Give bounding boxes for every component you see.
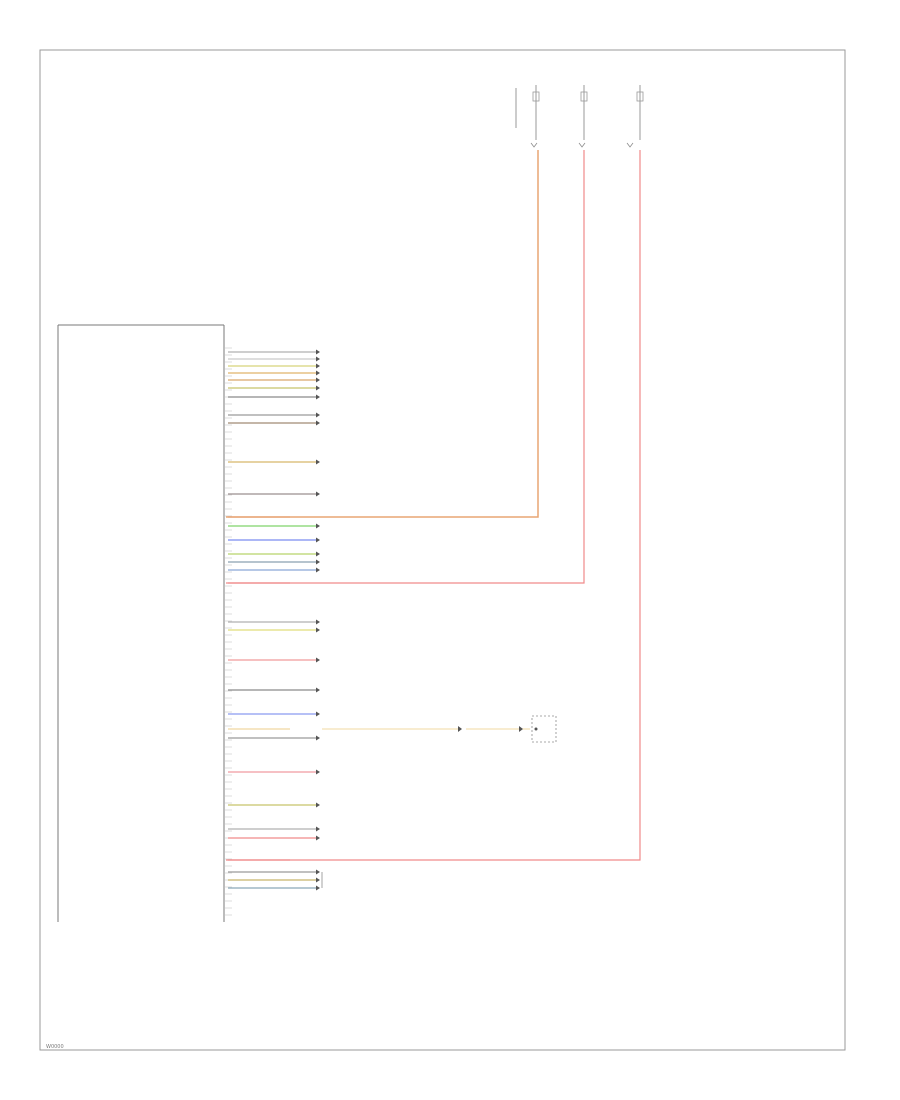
connector-arrow	[316, 377, 320, 383]
pin-row	[228, 802, 320, 808]
pin-row	[228, 627, 320, 633]
connector-arrow	[316, 769, 320, 775]
connector-arrow	[316, 735, 320, 741]
fuse-block	[515, 85, 644, 140]
pin-row	[228, 869, 320, 875]
connector-arrow	[316, 657, 320, 663]
module-outline	[57, 324, 225, 922]
fuse-connectors	[530, 142, 634, 148]
pin-row	[228, 363, 320, 369]
connector-arrow	[316, 885, 320, 891]
pin-row	[228, 551, 320, 557]
pin-row	[228, 835, 320, 841]
pin-row	[228, 459, 320, 465]
connector-c3	[626, 142, 634, 148]
connector-c1	[530, 142, 538, 148]
fuse-1	[532, 85, 540, 140]
connector-arrow	[316, 412, 320, 418]
external-wire-arrow-2	[519, 726, 523, 732]
power-feed-wire-1	[226, 150, 539, 518]
pin-row	[228, 769, 320, 775]
pin-row	[228, 619, 320, 625]
pin-row	[228, 877, 320, 883]
connector-arrow	[316, 826, 320, 832]
pin-row	[228, 711, 320, 717]
connector-arrow	[316, 869, 320, 875]
pin-row	[228, 826, 320, 832]
external-wire-arrow-1	[458, 726, 462, 732]
connector-arrow	[316, 687, 320, 693]
connector-arrow	[316, 877, 320, 883]
pin-row	[228, 349, 320, 355]
connector-arrow	[316, 567, 320, 573]
ground-connector-box	[531, 715, 557, 743]
pin-row	[228, 523, 320, 529]
fuse-3	[636, 85, 644, 140]
pin-row	[228, 559, 320, 565]
connector-arrow	[316, 802, 320, 808]
pin-row	[228, 687, 320, 693]
connector-arrow	[316, 459, 320, 465]
connector-arrow	[316, 523, 320, 529]
fuse-2	[580, 85, 588, 140]
pin-row	[228, 356, 320, 362]
power-feed-wire-3	[226, 150, 641, 861]
pin-row	[228, 412, 320, 418]
power-feed-wire-2	[226, 150, 585, 584]
connector-arrow	[316, 363, 320, 369]
connector-c2	[578, 142, 586, 148]
connector-arrow	[316, 356, 320, 362]
connector-arrow	[316, 394, 320, 400]
connector-arrow	[316, 420, 320, 426]
connector-arrow	[316, 551, 320, 557]
pin-row	[228, 385, 320, 391]
pin-rows	[224, 347, 323, 916]
figure-number: W0000	[46, 1044, 64, 1050]
pin-row	[228, 370, 320, 376]
connector-arrow	[316, 559, 320, 565]
power-feeds	[226, 150, 641, 861]
connector-arrow	[316, 619, 320, 625]
pin-row	[228, 567, 320, 573]
connector-arrow	[316, 385, 320, 391]
connector-arrow	[316, 835, 320, 841]
pin-row	[228, 394, 320, 400]
connector-arrow	[316, 627, 320, 633]
pin-row	[228, 377, 320, 383]
pin-row	[228, 420, 320, 426]
pin-row	[228, 657, 320, 663]
pin-row	[228, 491, 320, 497]
pin-row	[228, 885, 320, 891]
external-connection	[322, 715, 557, 743]
ground-terminal	[534, 727, 538, 731]
connector-arrow	[316, 349, 320, 355]
diagram-frame	[39, 49, 846, 1051]
connector-arrow	[316, 537, 320, 543]
pin-row	[228, 537, 320, 543]
pin-row	[228, 735, 320, 741]
connector-arrow	[316, 711, 320, 717]
connector-arrow	[316, 370, 320, 376]
connector-arrow	[316, 491, 320, 497]
